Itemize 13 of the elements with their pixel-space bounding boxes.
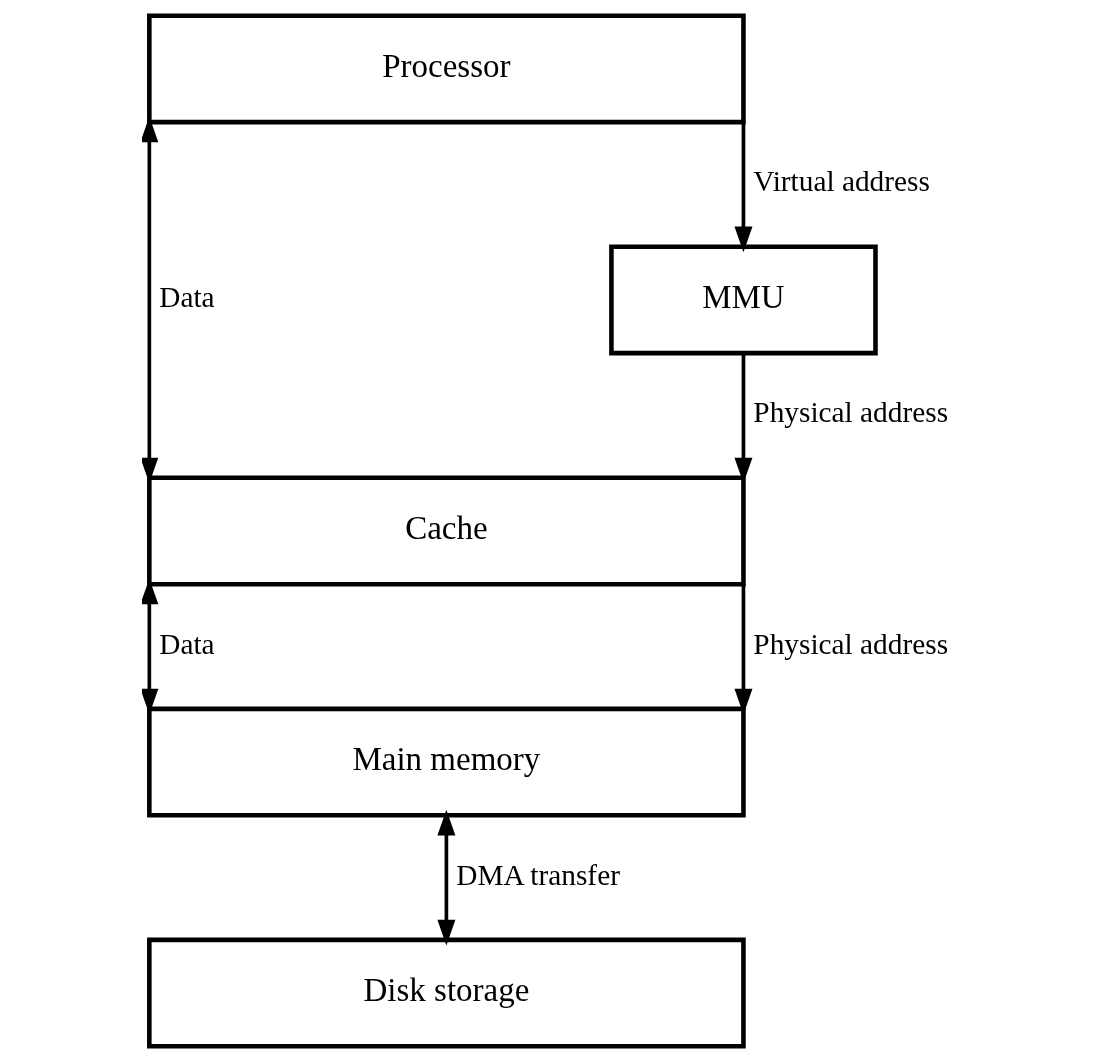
edge-label: Data (159, 627, 215, 660)
edge-label: Physical address (753, 627, 949, 660)
node-box: Processor (147, 13, 746, 125)
arrow (734, 122, 753, 253)
node-box: Main memory (147, 706, 746, 818)
edge-label: Virtual address (753, 165, 930, 198)
edge-label: DMA transfer (456, 858, 620, 891)
arrow (437, 809, 456, 946)
edge-label: Physical address (753, 396, 949, 429)
node-box: Cache (147, 475, 746, 587)
edge-label: Data (159, 280, 215, 313)
node-box: MMU (609, 244, 878, 356)
node-box: Disk storage (147, 937, 746, 1049)
